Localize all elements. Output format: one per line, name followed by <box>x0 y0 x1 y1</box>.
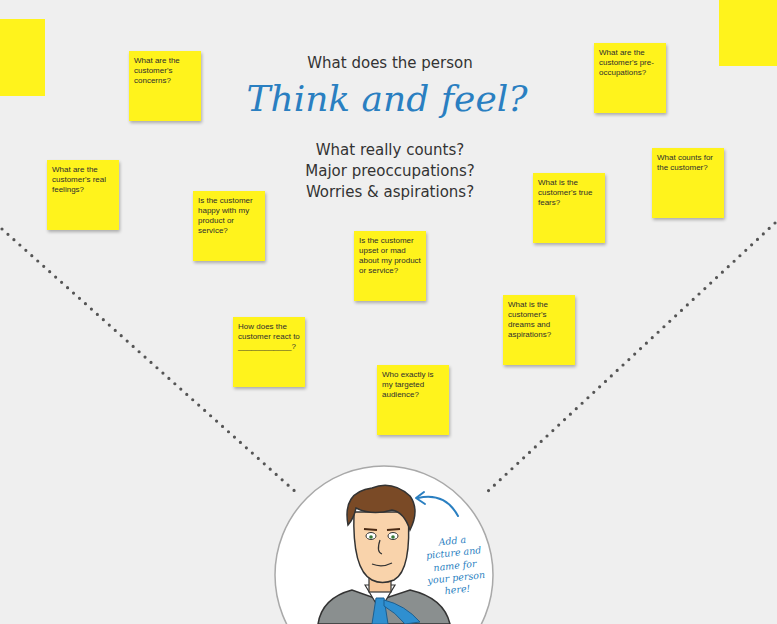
note-text: What are the customer's pre-occupations? <box>594 43 666 82</box>
sticky-note: What is the customer's dreams and aspira… <box>503 295 575 365</box>
prompt-question: Worries & aspirations? <box>190 183 590 201</box>
note-text: What is the customer's true fears? <box>533 173 605 212</box>
section-heading: What does the person <box>190 54 590 72</box>
sticky-note: What are the customer's pre-occupations? <box>594 43 666 113</box>
partial-sticky <box>719 0 777 66</box>
note-text: Is the customer upset or mad about my pr… <box>354 231 426 280</box>
prompt-question: What really counts? <box>190 141 590 159</box>
sticky-note: How does the customer react to _________… <box>233 317 305 387</box>
sticky-note: What are the customer's concerns? <box>129 51 201 121</box>
note-text: What is the customer's dreams and aspira… <box>503 295 575 344</box>
script-title: Think and feel? <box>137 78 637 119</box>
dotted-divider <box>486 223 775 493</box>
sticky-note: What is the customer's true fears? <box>533 173 605 243</box>
note-text: How does the customer react to _________… <box>233 317 305 356</box>
sticky-note: Is the customer happy with my product or… <box>193 191 265 261</box>
note-text: What are the customer's concerns? <box>129 51 201 90</box>
sticky-note: What are the customer's real feelings? <box>47 160 119 230</box>
handwritten-note: Add a picture and name for your person h… <box>421 532 489 600</box>
pointer-arrow <box>416 492 458 516</box>
note-text: What counts for the customer? <box>652 148 724 177</box>
prompt-question: Major preoccupations? <box>190 162 590 180</box>
portrait-ground <box>275 466 493 624</box>
note-text: Who exactly is my targeted audience? <box>377 365 449 404</box>
sticky-note: Who exactly is my targeted audience? <box>377 365 449 435</box>
sticky-note: Is the customer upset or mad about my pr… <box>354 231 426 301</box>
sticky-note: What counts for the customer? <box>652 148 724 218</box>
portrait-circle: Add a picture and name for your person h… <box>274 465 494 624</box>
partial-sticky <box>0 19 45 96</box>
note-text: What are the customer's real feelings? <box>47 160 119 199</box>
note-text: Is the customer happy with my product or… <box>193 191 265 240</box>
